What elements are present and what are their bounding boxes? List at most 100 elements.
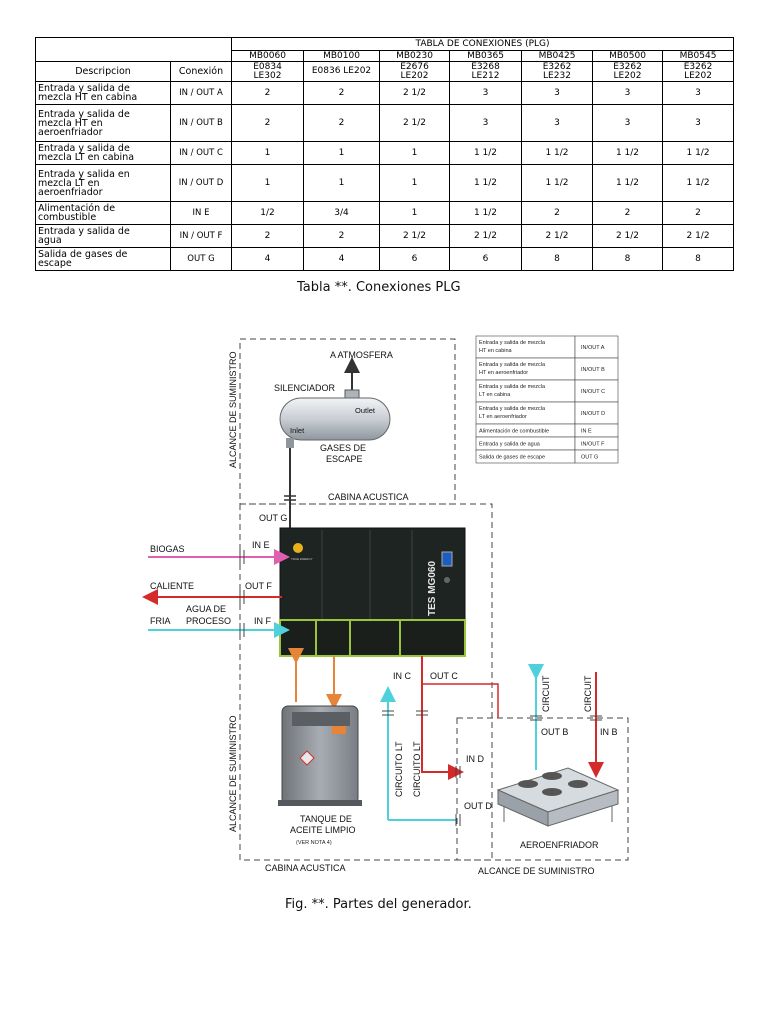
label-circuit-2: CIRCUIT (583, 675, 593, 712)
engine-header-line: LE212 (471, 70, 500, 81)
row-description-line: Entrada y salida de (38, 83, 130, 94)
scope-boundaries (239, 338, 629, 861)
legend-code: IN/OUT C (581, 389, 605, 395)
row-value: 2 (661, 201, 735, 225)
row-value: 1 1/2 (592, 141, 663, 165)
engine-header-line: E0834 (253, 61, 282, 72)
legend-code: IN E (581, 429, 592, 435)
header-empty-cell (35, 37, 232, 62)
engine-header-line: E0836 LE202 (311, 66, 372, 76)
label-agua-2: PROCESO (186, 616, 231, 626)
row-value: 1 1/2 (661, 164, 735, 202)
silencer-body (279, 397, 391, 441)
legend-desc: Entrada y salida de agua (479, 442, 541, 448)
row-connection: OUT G (170, 247, 232, 271)
label-out-b: OUT B (541, 727, 568, 737)
control-panel (441, 551, 453, 567)
row-value: 1 1/2 (592, 164, 663, 202)
ht-circuit-lines (528, 664, 604, 778)
label-in-e: IN E (252, 540, 270, 550)
lt-circuit-lines (380, 656, 499, 826)
row-value: 3 (449, 104, 522, 142)
legend-desc: HT en cabina (479, 348, 513, 354)
label-alcance-bottom-right: ALCANCE DE SUMINISTRO (478, 866, 595, 876)
row-description-line: agua (38, 235, 62, 246)
row-value: 1 (231, 164, 304, 202)
row-value: 1 (303, 141, 380, 165)
row-value: 3 (449, 81, 522, 105)
engine-header-line: E2676 (400, 61, 429, 72)
label-out-g: OUT G (259, 513, 287, 523)
row-value: 3 (661, 81, 735, 105)
table-caption: Tabla **. Conexiones PLG (297, 280, 461, 295)
engine-header-line: E3268 (471, 61, 500, 72)
oil-tank (278, 648, 362, 806)
legend-code: IN/OUT B (581, 367, 605, 373)
legend-desc: Entrada y salida de mezcla (479, 384, 546, 390)
engine-header-line: E3262 (683, 61, 713, 72)
row-description-line: Salida de gases de (38, 249, 128, 260)
row-value: 8 (661, 247, 735, 271)
label-gases-1: GASES DE (320, 443, 366, 453)
legend-code: IN/OUT A (581, 345, 605, 351)
row-value: 4 (231, 247, 304, 271)
label-circuit-1: CIRCUIT (541, 675, 551, 712)
row-description-line: mezcla LT en (38, 177, 100, 189)
out-c-line (421, 656, 464, 780)
label-out-f: OUT F (245, 581, 272, 591)
logo-icon (293, 543, 303, 553)
row-description-line: Entrada y salida de (38, 143, 130, 154)
label-in-c: IN C (393, 671, 412, 681)
row-value: 1 1/2 (521, 164, 593, 202)
row-value: 2 1/2 (379, 104, 450, 142)
legend-code: IN/OUT F (581, 442, 605, 448)
label-in-b: IN B (600, 727, 618, 737)
label-fria: FRIA (150, 616, 171, 626)
legend-desc: Entrada y salida de mezcla (479, 340, 546, 346)
row-value: 2 (521, 201, 593, 225)
label-agua-1: AGUA DE (186, 604, 226, 614)
legend-code: OUT G (581, 455, 598, 461)
label-in-d: IN D (466, 754, 485, 764)
legend-desc: Entrada y salida de mezcla (479, 362, 546, 368)
legend-desc: Alimentación de combustible (479, 429, 549, 435)
row-value: 2 (592, 201, 663, 225)
row-value: 3 (661, 104, 735, 142)
label-out-d: OUT D (464, 801, 492, 811)
aerocooler (496, 767, 620, 827)
label-gases-2: ESCAPE (326, 454, 363, 464)
label-atmosfera: A ATMOSFERA (330, 350, 393, 360)
figure-labels: A ATMOSFERA SILENCIADOR Outlet Inlet GAS… (150, 350, 618, 876)
legend-code-cell (574, 449, 619, 464)
legend-desc: Entrada y salida de mezcla (479, 406, 546, 412)
label-inlet: Inlet (290, 426, 305, 435)
label-silenciador: SILENCIADOR (274, 383, 336, 393)
genset-name: TES MG060 (427, 561, 438, 616)
row-description-line: escape (38, 258, 72, 269)
row-value: 2 (231, 224, 304, 248)
row-value: 3 (592, 104, 663, 142)
row-connection: IN E (170, 201, 232, 225)
engine-header-line: LE202 (400, 70, 429, 81)
row-value: 2 1/2 (379, 81, 450, 105)
engine-header-line: LE302 (253, 70, 282, 81)
row-value: 1 (379, 201, 450, 225)
label-cabina-top: CABINA ACUSTICA (328, 492, 409, 502)
engine-header-line: LE202 (613, 70, 642, 81)
genset-logo-text: TRUE ENERGY (291, 557, 313, 561)
label-tanque-3: (VER NOTA 4) (296, 840, 332, 846)
label-tanque-2: ACEITE LIMPIO (290, 825, 356, 835)
row-value: 1 1/2 (521, 141, 593, 165)
engine-header-line: LE202 (684, 70, 712, 81)
label-biogas: BIOGAS (150, 544, 185, 554)
row-value: 2 1/2 (592, 224, 663, 248)
engine-header-line: E3262 (613, 61, 642, 72)
row-value: 1 (379, 141, 450, 165)
